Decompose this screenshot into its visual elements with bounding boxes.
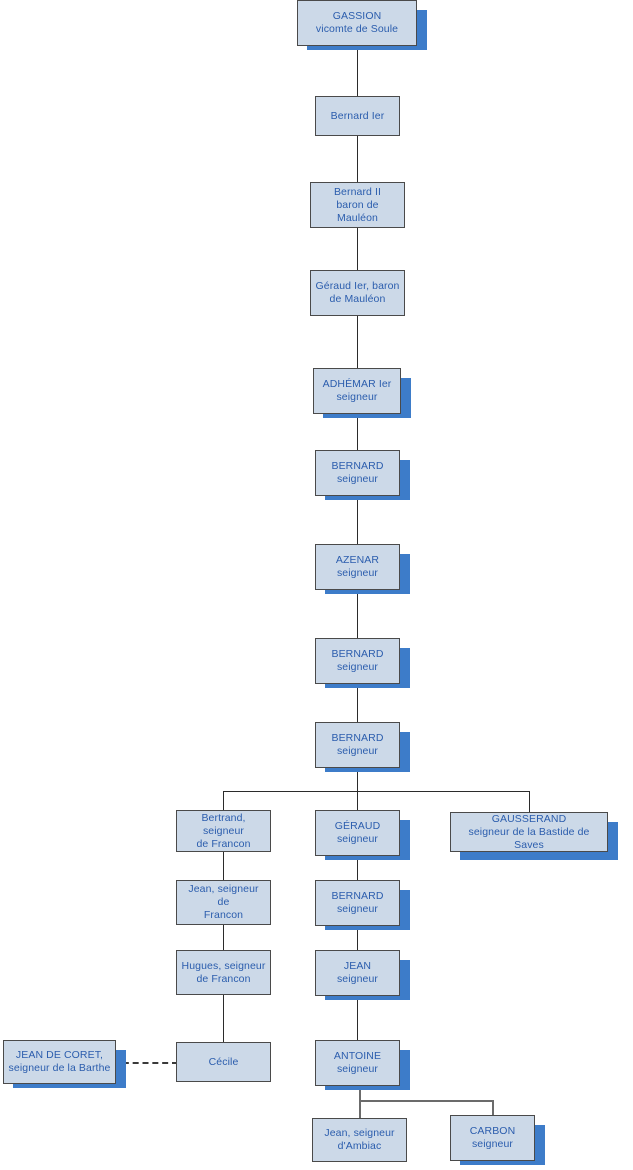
node-jean_coret[interactable]: JEAN DE CORET, seigneur de la Barthe xyxy=(3,1040,116,1084)
node-geraud[interactable]: GÉRAUD seigneur xyxy=(315,810,400,856)
node-antoine[interactable]: ANTOINE seigneur xyxy=(315,1040,400,1086)
node-gausserand[interactable]: GAUSSERAND seigneur de la Bastide de Sav… xyxy=(450,812,608,852)
node-bernard_ier[interactable]: Bernard Ier xyxy=(315,96,400,136)
connector-c-bernardd-jean xyxy=(357,926,358,950)
connector-c-bernardb-bernardc xyxy=(357,684,358,722)
node-bernard_c[interactable]: BERNARD seigneur xyxy=(315,722,400,768)
connector-c-carbon-drop xyxy=(492,1100,494,1115)
connector-c-antoine-down xyxy=(359,1086,361,1118)
connector-c-branch-left xyxy=(223,791,224,810)
connector-c-adhemar-bernarda xyxy=(357,414,358,450)
connector-c-geraud-bernardd xyxy=(357,856,358,880)
connector-c-antoine-bar xyxy=(359,1100,493,1102)
connector-c-gassion-bernardier xyxy=(357,46,358,96)
node-bertrand[interactable]: Bertrand, seigneur de Francon xyxy=(176,810,271,852)
connector-c-bernardier-bernardii xyxy=(357,136,358,182)
node-jean[interactable]: JEAN seigneur xyxy=(315,950,400,996)
connector-c-jean-antoine xyxy=(357,996,358,1040)
node-geraud_ier[interactable]: Géraud Ier, baron de Mauléon xyxy=(310,270,405,316)
node-jean_ambiac[interactable]: Jean, seigneur d'Ambiac xyxy=(312,1118,407,1162)
node-hugues[interactable]: Hugues, seigneur de Francon xyxy=(176,950,271,995)
node-bernard_b[interactable]: BERNARD seigneur xyxy=(315,638,400,684)
connector-c-bernarda-azenar xyxy=(357,496,358,544)
node-adhemar_ier[interactable]: ADHÉMAR Ier seigneur xyxy=(313,368,401,414)
connector-c-bernardc-branch xyxy=(357,768,358,810)
node-carbon[interactable]: CARBON seigneur xyxy=(450,1115,535,1161)
connector-c-jean-hugues xyxy=(223,925,224,950)
node-gassion[interactable]: GASSION vicomte de Soule xyxy=(297,0,417,46)
connector-c-azenar-bernardb xyxy=(357,590,358,638)
node-bernard_ii[interactable]: Bernard II baron de Mauléon xyxy=(310,182,405,228)
connector-c-bertrand-jean xyxy=(223,852,224,880)
connector-c-branch-right xyxy=(529,791,530,812)
node-bernard_a[interactable]: BERNARD seigneur xyxy=(315,450,400,496)
connector-c-branch-bar xyxy=(223,791,529,792)
connector-c-bernardii-geraudier xyxy=(357,228,358,270)
node-azenar[interactable]: AZENAR seigneur xyxy=(315,544,400,590)
connector-c-geraudier-adhemar xyxy=(357,316,358,368)
node-cecile[interactable]: Cécile xyxy=(176,1042,271,1082)
node-jean_francon[interactable]: Jean, seigneur de Francon xyxy=(176,880,271,925)
node-bernard_d[interactable]: BERNARD seigneur xyxy=(315,880,400,926)
marriage-link-m-jeancoret-cecile xyxy=(113,1062,178,1064)
connector-c-hugues-cecile xyxy=(223,995,224,1042)
